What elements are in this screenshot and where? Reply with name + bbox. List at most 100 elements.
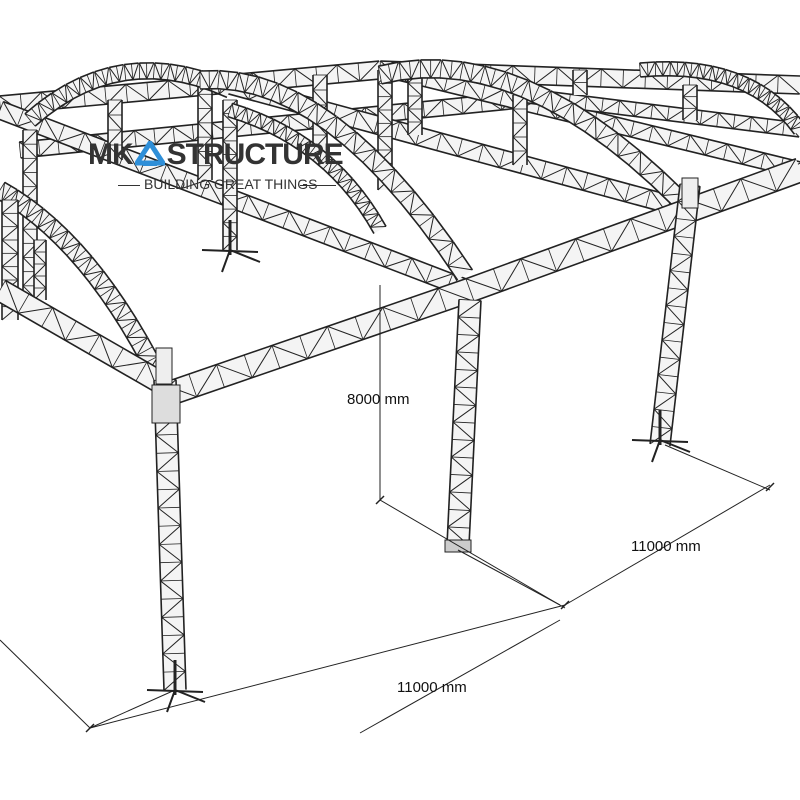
truss-diagonal — [481, 89, 504, 101]
arch-segment — [312, 149, 334, 170]
truss-diagonal — [316, 103, 318, 125]
truss-diagonal — [25, 198, 32, 219]
truss-strut — [174, 65, 178, 82]
truss-diagonal — [682, 84, 698, 98]
truss-strut — [540, 161, 547, 180]
truss-strut — [181, 66, 187, 83]
truss-strut — [126, 328, 143, 338]
truss-strut — [458, 299, 482, 301]
truss-strut — [156, 452, 179, 454]
arch-segment — [343, 131, 376, 164]
rear-column-2 — [197, 79, 213, 181]
truss-diagonal — [442, 99, 464, 115]
arch-segment — [437, 241, 474, 281]
truss-strut — [243, 354, 253, 378]
truss-diagonal — [790, 126, 800, 130]
truss-diagonal — [262, 210, 290, 221]
truss-strut — [357, 62, 361, 81]
truss-diagonal — [575, 238, 612, 252]
arch-segment — [325, 116, 357, 147]
truss-diagonal — [329, 226, 345, 252]
arch-segment — [199, 69, 219, 90]
truss-chord — [375, 149, 396, 170]
truss-diagonal — [222, 181, 238, 196]
truss-diagonal — [303, 226, 331, 237]
truss-strut — [685, 134, 691, 151]
truss-strut — [760, 153, 766, 169]
truss-diagonal — [49, 219, 57, 239]
truss-chord — [160, 277, 467, 385]
truss-diagonal — [457, 300, 482, 318]
truss-strut — [656, 391, 676, 395]
truss-strut — [290, 133, 300, 146]
truss-diagonal — [512, 136, 528, 152]
truss-strut — [676, 218, 696, 222]
roof-arch-2 — [199, 69, 474, 281]
truss-diagonal — [702, 65, 713, 80]
truss-strut — [332, 168, 344, 179]
truss-strut — [782, 120, 785, 135]
truss-diagonal — [726, 143, 743, 165]
truss-diagonal — [667, 134, 691, 147]
outrigger — [229, 249, 261, 263]
truss-diagonal — [296, 133, 300, 149]
truss-strut — [556, 67, 558, 86]
truss-strut — [408, 60, 412, 79]
truss-strut — [298, 97, 308, 114]
truss-diagonal — [456, 335, 480, 353]
arch-segment — [54, 230, 81, 257]
arch-segment — [152, 62, 170, 81]
truss-diagonal — [196, 364, 217, 398]
front-right-base — [631, 410, 691, 463]
truss-diagonal — [447, 241, 454, 267]
truss-diagonal — [777, 74, 800, 95]
height-dimension-label: 8000 mm — [347, 391, 410, 408]
truss-chord — [669, 186, 701, 447]
arch-segment — [459, 61, 485, 85]
depth-dimension-line — [89, 604, 566, 729]
truss-strut — [662, 182, 676, 196]
arch-segment — [669, 60, 686, 78]
truss-diagonal — [37, 218, 56, 229]
dimension-tick — [85, 723, 95, 733]
roof-arch-3 — [227, 102, 387, 234]
truss-strut — [629, 121, 635, 137]
truss-strut — [77, 256, 93, 269]
truss-diagonal — [449, 475, 473, 493]
truss-diagonal — [22, 143, 38, 159]
truss-diagonal — [216, 364, 253, 379]
truss-diagonal — [65, 334, 100, 341]
truss-strut — [262, 80, 269, 98]
truss-diagonal — [782, 106, 791, 121]
truss-strut — [343, 234, 351, 252]
truss-strut — [436, 133, 442, 151]
truss-diagonal — [139, 163, 167, 174]
truss-strut — [234, 72, 240, 91]
truss-strut — [634, 102, 637, 117]
truss-strut — [302, 218, 311, 236]
truss-strut — [254, 113, 261, 127]
truss-diagonal — [33, 239, 47, 253]
front-left-column — [153, 379, 187, 691]
truss-diagonal — [197, 108, 213, 124]
arch-segment — [628, 150, 664, 186]
truss-diagonal — [207, 179, 222, 205]
arch-segment — [770, 97, 790, 118]
truss-diagonal — [157, 507, 182, 526]
truss-diagonal — [512, 122, 528, 138]
arch-segment — [79, 71, 101, 94]
truss-strut — [666, 106, 670, 121]
truss-diagonal — [757, 84, 761, 100]
truss-diagonal — [601, 99, 620, 113]
truss-strut — [94, 71, 100, 88]
truss-diagonal — [156, 452, 179, 472]
truss-diagonal — [158, 525, 182, 545]
truss-strut — [563, 102, 574, 119]
truss-strut — [520, 258, 530, 282]
truss-diagonal — [438, 287, 475, 302]
truss-strut — [323, 226, 331, 244]
truss-diagonal — [751, 116, 767, 134]
arch-segment — [110, 302, 138, 330]
truss-diagonal — [630, 218, 667, 232]
